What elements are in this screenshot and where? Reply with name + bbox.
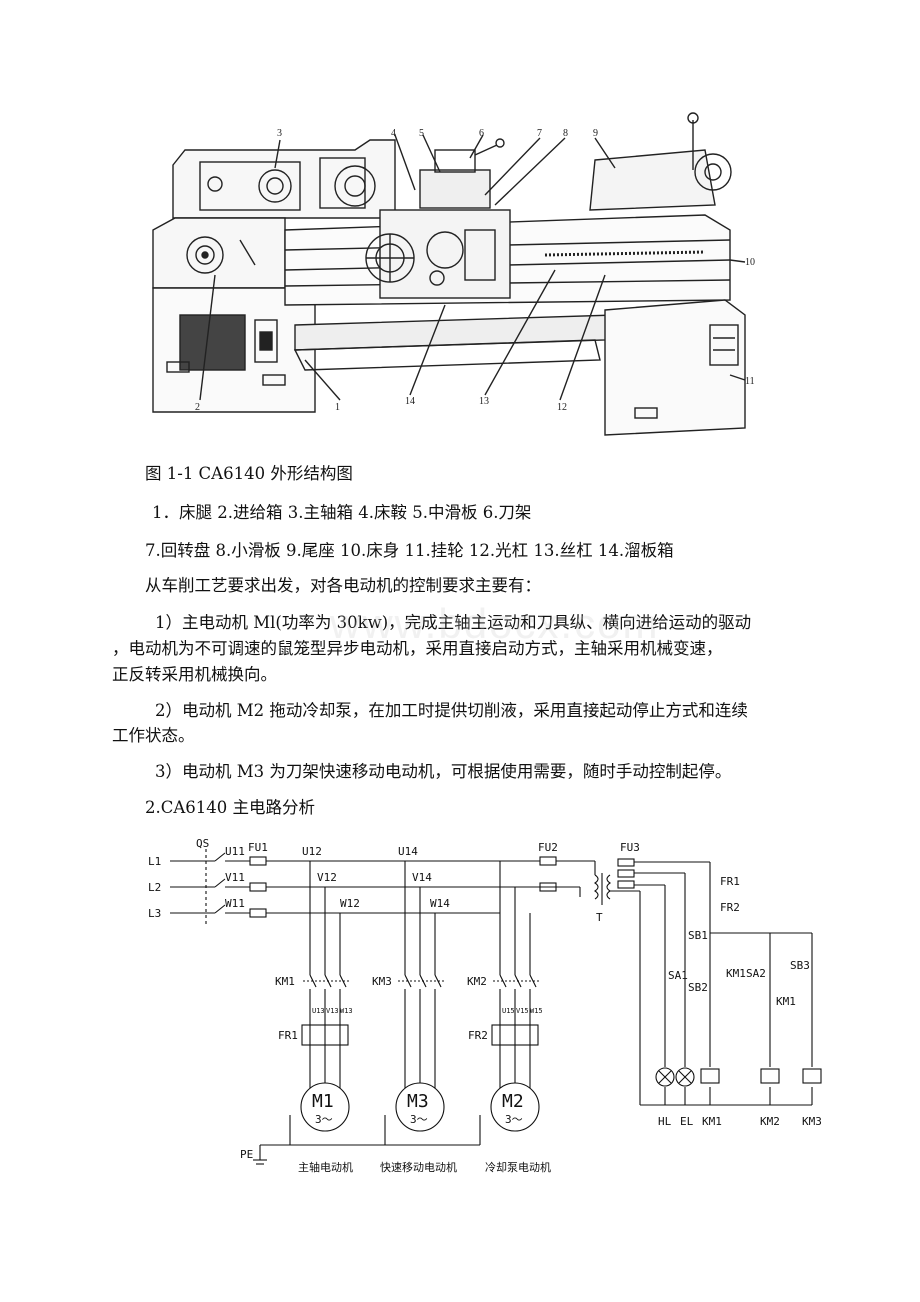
ctrl-sb3: SB3 — [790, 959, 810, 972]
node-v14: V14 — [412, 871, 432, 884]
watermark: www.bdocx.com — [330, 600, 660, 647]
node-v13: V13 — [326, 1007, 339, 1015]
callout-5: 5 — [419, 128, 424, 139]
requirement-1-line-2: ，电动机为不可调速的鼠笼型异步电动机，采用直接启动方式，主轴采用机械变速， — [112, 639, 723, 658]
ctrl-km1-contact: KM1 — [726, 967, 746, 980]
legend-line-2: 7.回转盘 8.小滑板 9.尾座 10.床身 11.挂轮 12.光杠 13.丝杠… — [145, 541, 674, 560]
relay-fr1-main: FR1 — [278, 1029, 298, 1042]
node-u11: U11 — [225, 845, 245, 858]
motor-m1-name: M1 — [312, 1091, 334, 1112]
phase-l2: L2 — [148, 881, 161, 894]
ground-pe: PE — [240, 1148, 253, 1161]
motor-label-main: 主轴电动机 — [298, 1160, 353, 1174]
node-u14: U14 — [398, 845, 418, 858]
node-w14: W14 — [430, 897, 450, 910]
motor-m1-phase: 3～ — [315, 1113, 333, 1126]
motor-m2-name: M2 — [502, 1091, 524, 1112]
output-km2: KM2 — [760, 1115, 780, 1128]
motor-m3-name: M3 — [407, 1091, 429, 1112]
section-heading: 2.CA6140 主电路分析 — [145, 798, 316, 817]
fuse-fu1-label: FU1 — [248, 841, 268, 854]
callout-6: 6 — [479, 128, 484, 139]
intro-paragraph: 从车削工艺要求出发，对各电动机的控制要求主要有： — [145, 576, 541, 595]
requirement-3: 3）电动机 M3 为刀架快速移动电动机，可根据使用需要，随时手动控制起停。 — [155, 762, 732, 781]
ctrl-fr1: FR1 — [720, 875, 740, 888]
fuse-fu2-label: FU2 — [538, 841, 558, 854]
motor-m2-phase: 3～ — [505, 1113, 523, 1126]
node-w12: W12 — [340, 897, 360, 910]
contactor-km1: KM1 — [275, 975, 295, 988]
callout-8: 8 — [563, 128, 568, 139]
node-v12: V12 — [317, 871, 337, 884]
callout-1: 1 — [335, 402, 340, 413]
output-el: EL — [680, 1115, 694, 1128]
ctrl-km1-contact-2: KM1 — [776, 995, 796, 1008]
phase-l3: L3 — [148, 907, 161, 920]
figure-caption: 图 1-1 CA6140 外形结构图 — [145, 464, 353, 483]
callout-13: 13 — [479, 396, 489, 407]
callout-11: 11 — [745, 376, 755, 387]
node-u12: U12 — [302, 845, 322, 858]
output-hl: HL — [658, 1115, 672, 1128]
requirement-2-line-1: 2）电动机 M2 拖动冷却泵，在加工时提供切削液，采用直接起动停止方式和连续 — [155, 701, 748, 720]
ctrl-sb1: SB1 — [688, 929, 708, 942]
ctrl-sb2: SB2 — [688, 981, 708, 994]
node-u13: U13 — [312, 1007, 325, 1015]
ctrl-fr2: FR2 — [720, 901, 740, 914]
node-v15: V15 — [516, 1007, 529, 1015]
callout-2: 2 — [195, 402, 200, 413]
callout-14: 14 — [405, 396, 415, 407]
node-w11: W11 — [225, 897, 245, 910]
callout-10: 10 — [745, 257, 755, 268]
requirement-2-line-2: 工作状态。 — [112, 726, 195, 745]
ctrl-sa1: SA1 — [668, 969, 688, 982]
output-km1: KM1 — [702, 1115, 722, 1128]
node-u15: U15 — [502, 1007, 515, 1015]
motor-m3-phase: 3～ — [410, 1113, 428, 1126]
output-km3: KM3 — [802, 1115, 822, 1128]
motor-label-coolant: 冷却泵电动机 — [485, 1160, 551, 1174]
lathe-figure: 3 4 5 6 7 8 9 10 11 12 13 14 1 2 — [152, 112, 755, 436]
requirement-1-line-3: 正反转采用机械换向。 — [112, 665, 277, 684]
contactor-km3: KM3 — [372, 975, 392, 988]
callout-7: 7 — [537, 128, 542, 139]
contactor-km2: KM2 — [467, 975, 487, 988]
node-v11: V11 — [225, 871, 245, 884]
relay-fr2-main: FR2 — [468, 1029, 488, 1042]
requirement-1-line-1: 1）主电动机 Ml(功率为 30kw)，完成主轴主运动和刀具纵、横向进给运动的驱… — [155, 613, 752, 632]
callout-12: 12 — [557, 402, 567, 413]
node-w13: W13 — [340, 1007, 353, 1015]
callout-3: 3 — [277, 128, 282, 139]
transformer-label: T — [596, 911, 603, 924]
ctrl-sa2: SA2 — [746, 967, 766, 980]
fuse-fu3-label: FU3 — [620, 841, 640, 854]
callout-4: 4 — [391, 128, 396, 139]
motor-label-fast: 快速移动电动机 — [380, 1160, 457, 1174]
phase-l1: L1 — [148, 855, 161, 868]
circuit-labels: L1 L2 L3 QS FU1 FU2 FU3 U11 V11 W11 U12 … — [148, 837, 822, 1174]
node-w15: W15 — [530, 1007, 543, 1015]
legend-line-1: 1．床腿 2.进给箱 3.主轴箱 4.床鞍 5.中滑板 6.刀架 — [152, 503, 532, 522]
main-switch-label: QS — [196, 837, 209, 850]
circuit-diagram: L1 L2 L3 QS FU1 FU2 FU3 U11 V11 W11 U12 … — [148, 837, 822, 1174]
callout-9: 9 — [593, 128, 598, 139]
